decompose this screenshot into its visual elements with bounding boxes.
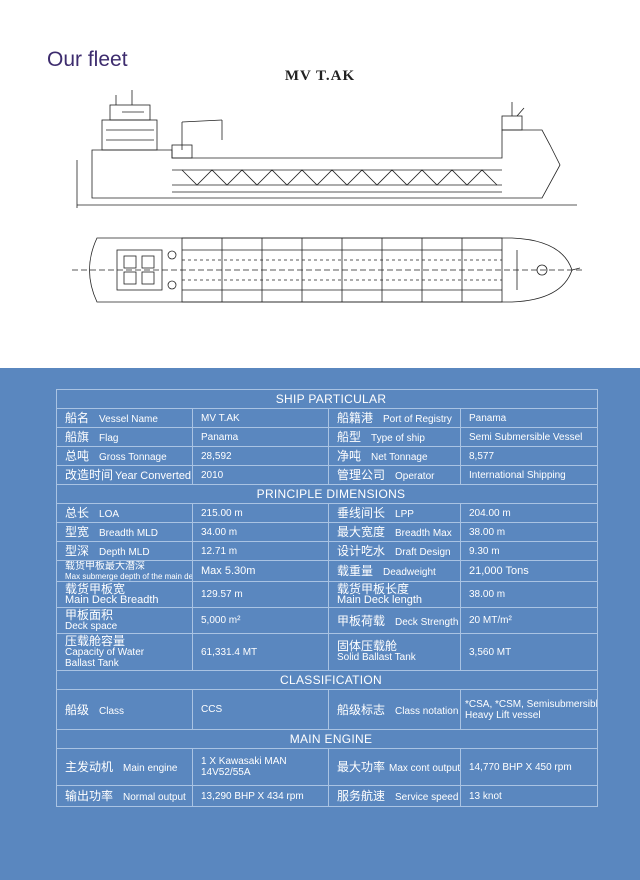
section-main-engine: MAIN ENGINE [55, 729, 599, 749]
value-depth-mld: 12.71 m [192, 541, 329, 561]
section-row: PRINCIPLE DIMENSIONS [55, 484, 599, 504]
value-loa: 215.00 m [192, 503, 329, 523]
value-port-of-registry: Panama [459, 408, 599, 428]
value-deck-strength: 20 MT/m² [459, 607, 599, 634]
section-row: SHIP PARTICULAR [55, 389, 599, 409]
top-area: Our fleet MV T.AK [0, 0, 640, 368]
value-gross-tonnage: 28,592 [192, 446, 329, 466]
value-main-deck-length: 38.00 m [459, 581, 599, 608]
value-vessel-name: MV T.AK [192, 408, 329, 428]
value-lpp: 204.00 m [459, 503, 599, 523]
section-classification: CLASSIFICATION [55, 670, 599, 690]
section-row: CLASSIFICATION [55, 670, 599, 690]
value-service-speed: 13 knot [459, 785, 599, 807]
section-principle-dimensions: PRINCIPLE DIMENSIONS [55, 484, 599, 504]
value-max-submerge: Max 5.30m [192, 560, 329, 582]
value-deadweight: 21,000 Tons [459, 560, 599, 582]
value-normal-output: 13,290 BHP X 434 rpm [192, 785, 329, 807]
section-ship-particular: SHIP PARTICULAR [55, 389, 599, 409]
value-breadth-mld: 34.00 m [192, 522, 329, 542]
section-row: MAIN ENGINE [55, 729, 599, 749]
value-main-deck-breadth: 129.57 m [192, 581, 329, 608]
value-solid-ballast: 3,560 MT [459, 633, 599, 671]
value-type-of-ship: Semi Submersible Vessel [459, 427, 599, 447]
value-water-ballast: 61,331.4 MT [192, 633, 329, 671]
value-operator: International Shipping [459, 465, 599, 485]
page-heading: Our fleet [47, 48, 128, 71]
value-max-output: 14,770 BHP X 450 rpm [459, 748, 599, 786]
value-class: CCS [192, 689, 329, 730]
side-elevation [76, 90, 577, 208]
ship-name-title: MV T.AK [284, 68, 356, 84]
plan-view [72, 237, 582, 303]
value-breadth-max: 38.00 m [459, 522, 599, 542]
value-net-tonnage: 8,577 [459, 446, 599, 466]
value-deck-space: 5,000 m² [192, 607, 329, 634]
value-draft-design: 9.30 m [459, 541, 599, 561]
ship-drawing [72, 90, 582, 303]
value-flag: Panama [192, 427, 329, 447]
value-year-converted: 2010 [192, 465, 329, 485]
